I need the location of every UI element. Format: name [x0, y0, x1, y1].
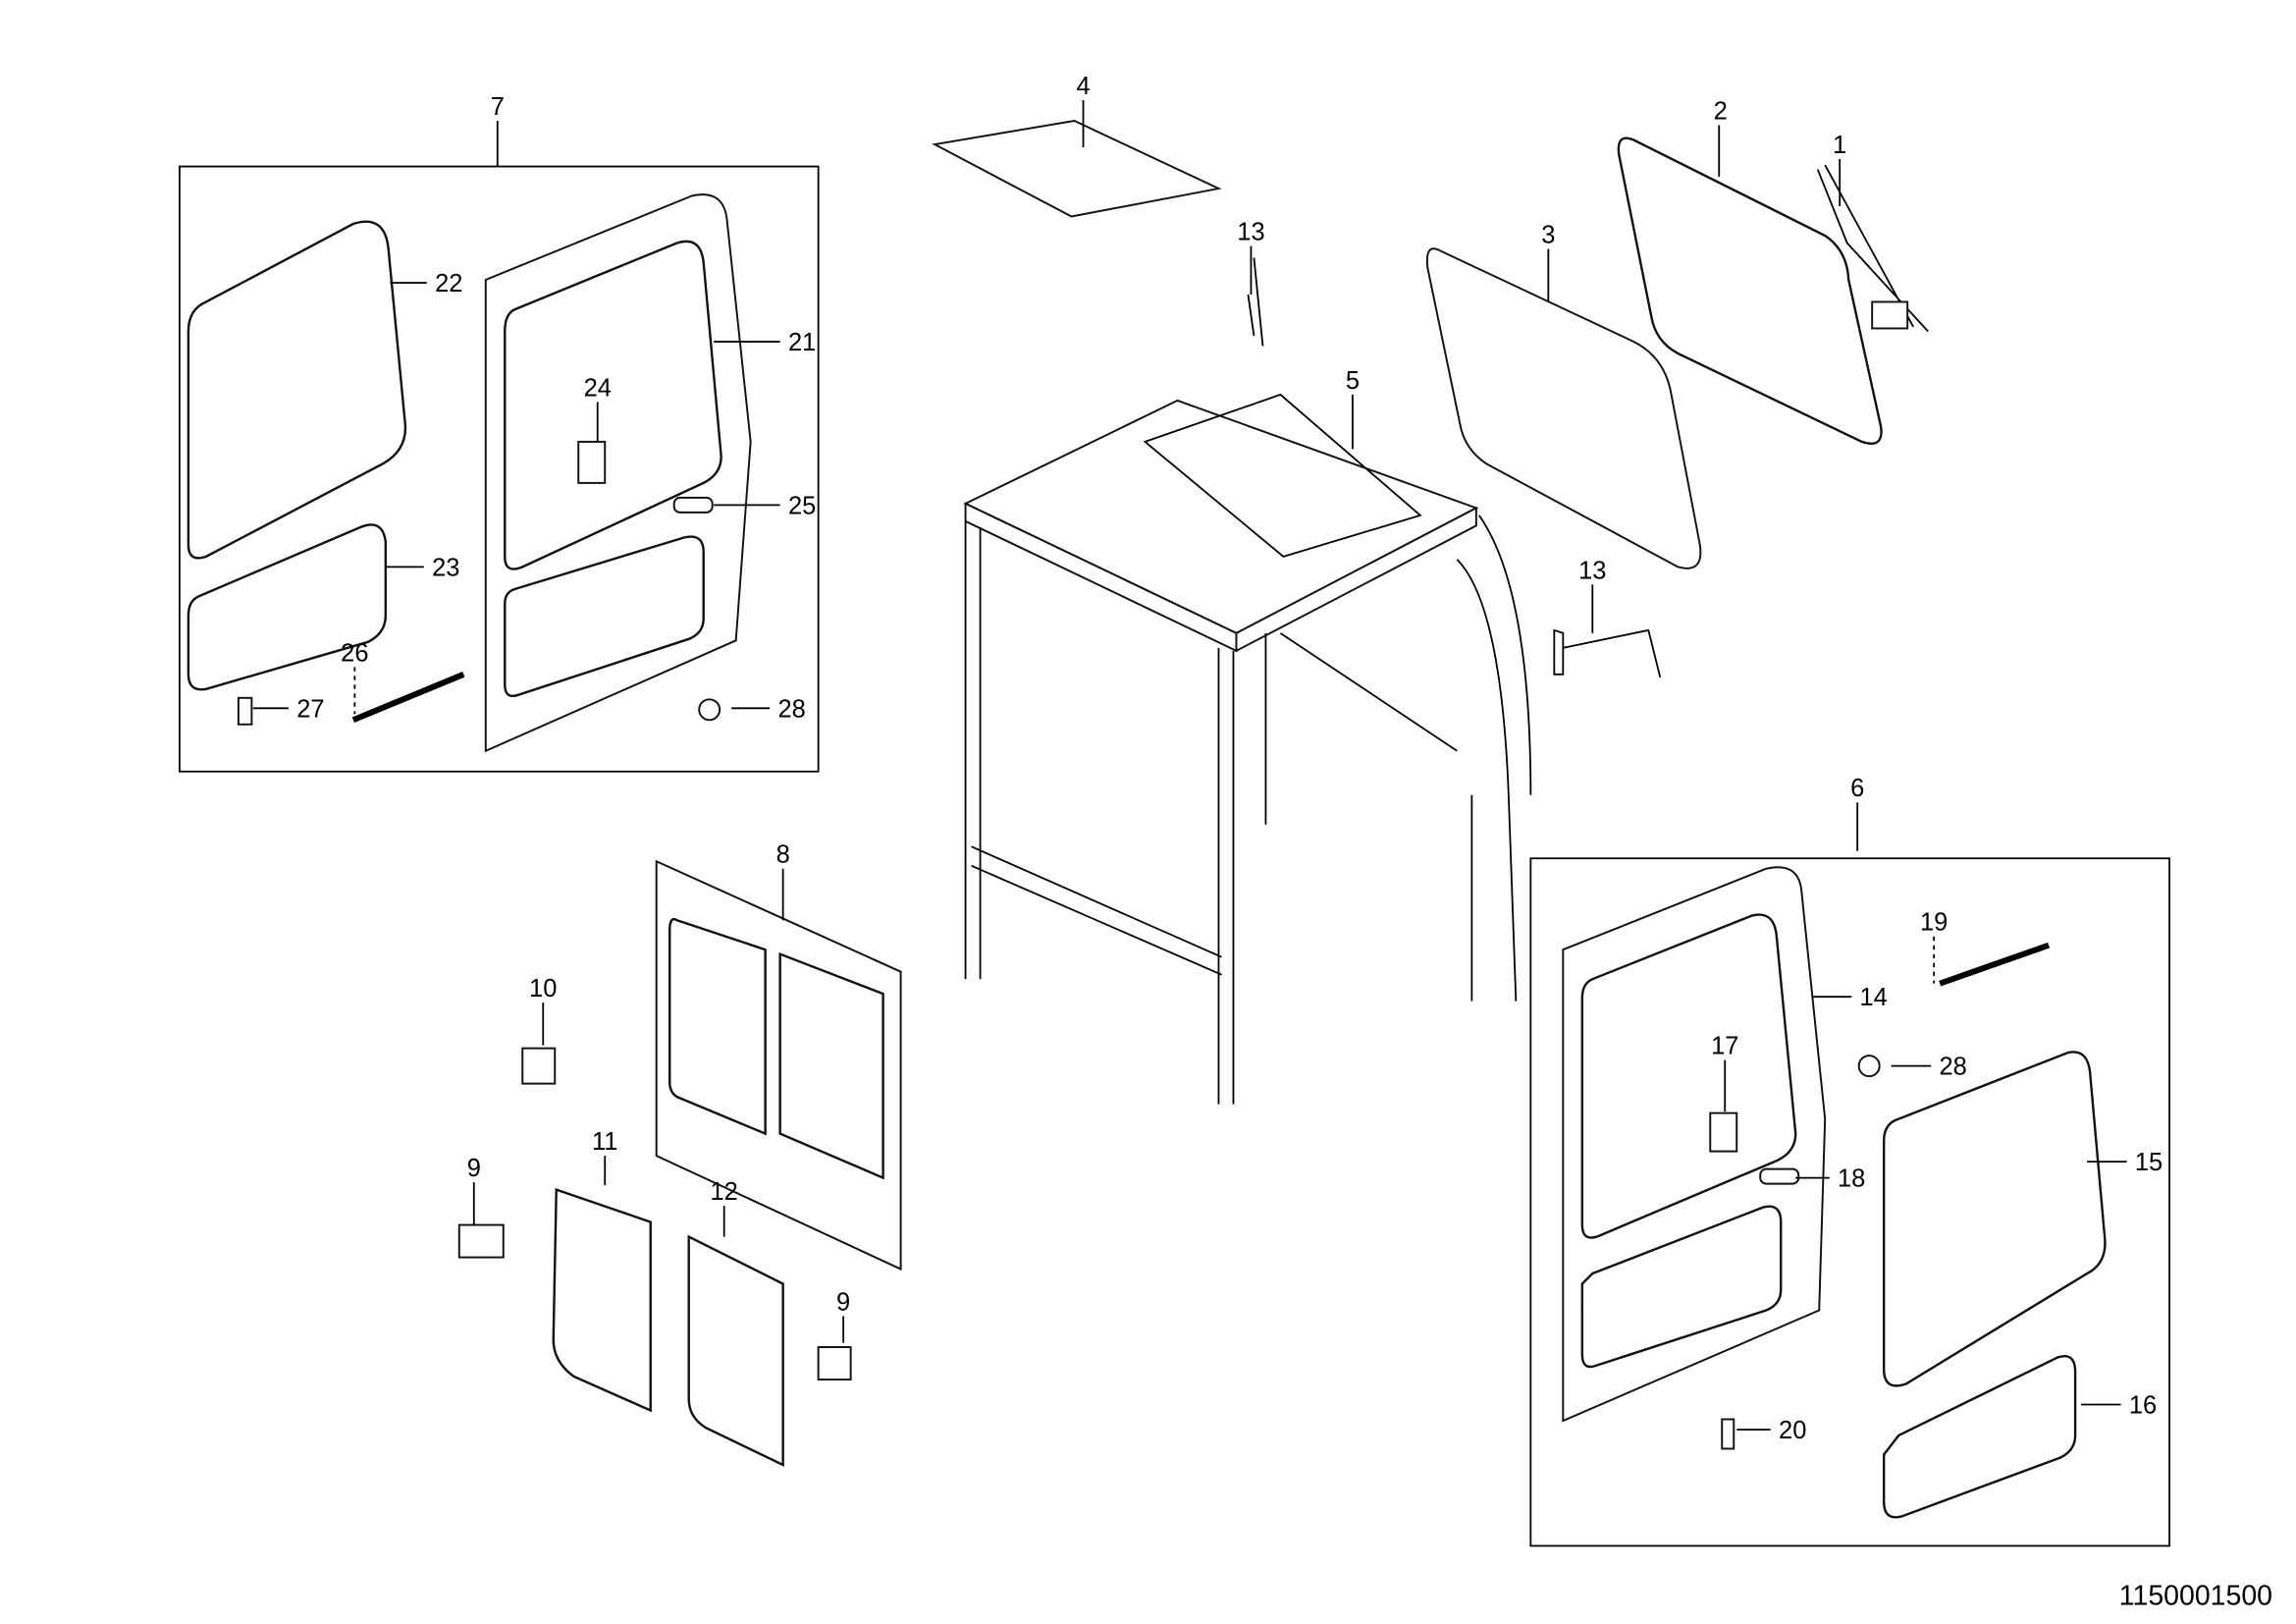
- callout-1: 1: [1833, 132, 1846, 159]
- part-19-gas-strut: [1939, 942, 2051, 987]
- callout-18: 18: [1838, 1165, 1865, 1193]
- part-28-key: [698, 698, 721, 722]
- callout-9: 9: [467, 1155, 481, 1182]
- callout-23: 23: [432, 554, 459, 581]
- callout-27: 27: [296, 695, 324, 723]
- callout-25: 25: [788, 492, 816, 519]
- part-26-gas-strut: [351, 672, 465, 724]
- callout-21: 21: [788, 329, 816, 356]
- part-5-cab-frame: [963, 393, 1532, 1105]
- part-8-rear-panel: [457, 859, 902, 1467]
- part-20-clip: [1721, 1418, 1735, 1450]
- part-18-handle: [1759, 1167, 1800, 1185]
- drawing-number: 1150001500: [2119, 1580, 2272, 1611]
- callout-28-right: 28: [1939, 1054, 1966, 1081]
- part-9-clip: [457, 1223, 505, 1259]
- callout-26: 26: [341, 639, 368, 667]
- callout-2: 2: [1714, 98, 1728, 126]
- callout-13: 13: [1237, 218, 1264, 245]
- callout-17: 17: [1711, 1033, 1738, 1060]
- part-23-glass: [187, 523, 388, 691]
- callout-6: 6: [1850, 775, 1864, 802]
- callout-20: 20: [1779, 1417, 1806, 1444]
- part-3-seal: [1425, 247, 1702, 569]
- callout-12: 12: [711, 1178, 738, 1206]
- callout-10: 10: [529, 975, 557, 1002]
- part-10-cover: [521, 1047, 557, 1085]
- part-25-handle: [672, 496, 714, 514]
- part-13-bracket-lower: [1553, 628, 1662, 678]
- callout-14: 14: [1860, 984, 1888, 1011]
- door-group-right: [1529, 857, 2170, 1547]
- part-17-lock: [1709, 1111, 1738, 1153]
- part-13-bracket: [1247, 257, 1264, 347]
- part-24-lock: [577, 440, 607, 484]
- callout-7: 7: [491, 93, 505, 121]
- callout-22: 22: [435, 270, 462, 298]
- callout-4: 4: [1076, 73, 1090, 100]
- callout-28: 28: [777, 695, 805, 723]
- callout-labels: 7 22 21 24 25 23 26 27 28 4 13 5 3 2 1 1…: [296, 73, 2163, 1444]
- door-group-left: [179, 165, 820, 773]
- callout-8: 8: [776, 841, 790, 869]
- part-2-glass: [1617, 136, 1883, 445]
- callout-24: 24: [584, 374, 612, 402]
- part-11-glass: [552, 1187, 652, 1413]
- part-15-glass: [1882, 1051, 2107, 1387]
- part-16-glass: [1882, 1355, 2077, 1519]
- callout-19: 19: [1920, 909, 1948, 937]
- callout-9-right: 9: [836, 1289, 850, 1317]
- part-4-panel: [932, 120, 1222, 218]
- callout-5: 5: [1346, 367, 1360, 395]
- callout-16: 16: [2129, 1391, 2157, 1419]
- part-22-glass: [187, 220, 407, 560]
- callout-3: 3: [1541, 221, 1555, 248]
- part-9-clip-2: [817, 1346, 852, 1380]
- callout-11: 11: [592, 1128, 617, 1156]
- leader-lines: [252, 100, 2127, 1431]
- callout-13-lower: 13: [1578, 557, 1606, 584]
- part-28-key-right: [1857, 1055, 1881, 1078]
- part-27-clip: [237, 696, 253, 726]
- part-12-glass: [687, 1234, 784, 1467]
- callout-15: 15: [2135, 1149, 2163, 1176]
